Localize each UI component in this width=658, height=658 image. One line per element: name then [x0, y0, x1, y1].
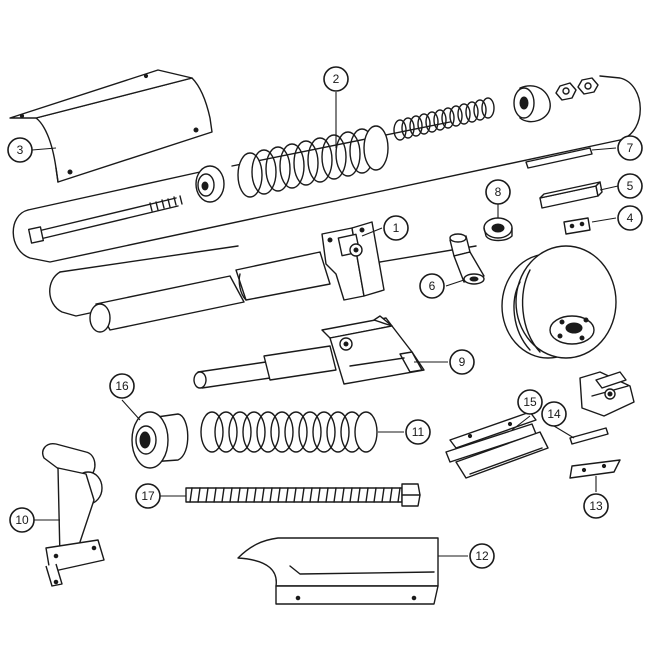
part-2-spring-assembly	[27, 77, 599, 244]
callout-7: 7	[617, 135, 643, 161]
callout-15: 15	[517, 389, 543, 415]
callout-12: 12	[469, 543, 495, 569]
callout-5: 5	[617, 173, 643, 199]
callout-label-17: 17	[141, 489, 155, 503]
callout-label-9: 9	[459, 355, 466, 369]
callout-label-1: 1	[393, 221, 400, 235]
part-17-threaded-rod	[185, 483, 421, 507]
callout-4: 4	[617, 205, 643, 231]
callout-label-6: 6	[429, 279, 436, 293]
callout-6: 6	[419, 273, 445, 299]
callout-9: 9	[449, 349, 475, 375]
callout-label-12: 12	[475, 549, 489, 563]
part-3-cover-plate	[9, 69, 213, 183]
callout-3: 3	[7, 137, 33, 163]
part-6-pin	[449, 233, 485, 285]
part-13-plate	[569, 459, 621, 479]
idler-wheel	[501, 245, 617, 359]
leader-lines	[31, 92, 619, 557]
callout-label-2: 2	[333, 72, 340, 86]
callout-label-8: 8	[495, 185, 502, 199]
rod-thread	[149, 195, 183, 212]
small-clamp-bracket	[579, 371, 635, 417]
callout-1: 1	[383, 215, 409, 241]
part-7-strip	[525, 147, 593, 169]
part-11-spring	[200, 411, 378, 453]
part-14-pin	[569, 427, 609, 445]
callout-14: 14	[541, 401, 567, 427]
callout-label-10: 10	[15, 513, 29, 527]
part-4-plate	[563, 217, 591, 235]
callout-8: 8	[485, 179, 511, 205]
part-8-nut	[483, 217, 513, 242]
callout-label-13: 13	[589, 499, 603, 513]
callout-label-15: 15	[523, 395, 537, 409]
callout-label-3: 3	[17, 143, 24, 157]
part-10-bracket	[42, 443, 105, 587]
part-5-bar	[539, 181, 603, 209]
callout-13: 13	[583, 493, 609, 519]
callout-label-4: 4	[627, 211, 634, 225]
callout-label-14: 14	[547, 407, 561, 421]
part-1-cylinder	[89, 221, 385, 333]
thread-ticks	[189, 487, 401, 503]
callout-10: 10	[9, 507, 35, 533]
part-9-cylinder	[193, 315, 425, 389]
callout-label-7: 7	[627, 141, 634, 155]
part-15-rails	[445, 411, 549, 479]
small-spring-in-2	[393, 97, 495, 141]
callout-2: 2	[323, 66, 349, 92]
callout-17: 17	[135, 483, 161, 509]
part-16-bushing	[131, 411, 189, 469]
large-spring-in-2	[237, 125, 389, 198]
callout-16: 16	[109, 373, 135, 399]
callout-label-11: 11	[412, 425, 425, 439]
callout-label-5: 5	[627, 179, 634, 193]
callout-label-16: 16	[115, 379, 129, 393]
part-12-cover	[237, 537, 439, 605]
callout-11: 11	[405, 419, 431, 445]
